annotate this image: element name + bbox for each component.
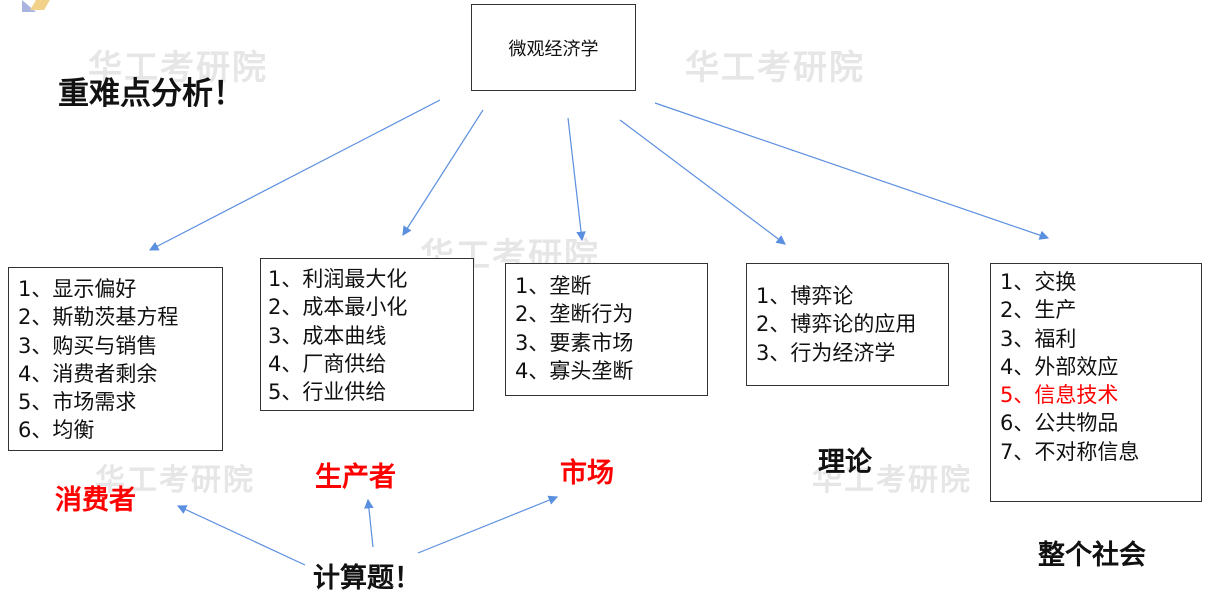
list-item: 6、公共物品 [1000,411,1119,436]
producer-label: 生产者 [315,462,396,493]
theory-label: 理论 [818,447,872,478]
list-item: 3、福利 [1000,326,1077,351]
root-label: 微观经济学 [508,38,599,60]
watermark: 华工考研院 [812,463,972,498]
root-node: 微观经济学 [471,4,636,91]
watermark: 华工考研院 [685,48,865,88]
list-item: 4、外部效应 [1000,354,1119,379]
list-item: 3、行为经济学 [756,340,896,365]
list-item: 1、交换 [1000,270,1077,294]
list-item: 5、行业供给 [268,380,387,405]
list-item: 3、成本曲线 [268,323,387,348]
list-item: 2、斯勒茨基方程 [18,305,179,330]
list-item: 2、博弈论的应用 [756,312,917,337]
arrow [176,505,306,566]
arrow [148,99,441,251]
list-item: 1、博弈论 [756,284,854,308]
arrow [619,119,786,245]
market-list: 1、垄断 2、垄断行为 3、要素市场 4、寡头垄断 [515,272,633,385]
list-item: 3、要素市场 [515,330,634,355]
theory-box [746,263,949,386]
list-item: 1、显示偏好 [18,277,137,301]
list-item: 2、垄断行为 [515,302,634,327]
page-title: 重难点分析！ [58,76,244,112]
society-box [990,263,1202,502]
arrow [402,109,484,237]
list-item: 5、市场需求 [18,390,137,415]
theory-list: 1、博弈论 2、博弈论的应用 3、行为经济学 [756,282,916,367]
list-item: 4、消费者剩余 [18,361,158,386]
arrow [567,117,586,242]
calc-label: 计算题！ [313,563,421,593]
list-item: 4、寡头垄断 [515,358,634,383]
arrow [364,498,374,548]
list-item: 6、均衡 [18,418,95,443]
list-item: 4、厂商供给 [268,351,387,376]
producer-box [260,258,474,411]
list-item-highlighted: 5、信息技术 [1000,383,1119,408]
society-list: 1、交换 2、生产 3、福利 4、外部效应 5、信息技术 6、公共物品 7、不对… [1000,268,1139,466]
consumer-list: 1、显示偏好 2、斯勒茨基方程 3、购买与销售 4、消费者剩余 5、市场需求 6… [18,275,178,445]
list-item: 7、不对称信息 [1000,439,1140,464]
list-item: 2、成本最小化 [268,295,408,320]
list-item: 2、生产 [1000,298,1077,323]
market-box [505,263,708,396]
watermark: 华工考研院 [95,463,255,498]
arrow [654,102,1050,240]
society-label: 整个社会 [1038,540,1146,571]
consumer-label: 消费者 [55,485,136,516]
list-item: 1、利润最大化 [268,267,408,291]
watermark: 华工考研院 [88,48,268,88]
list-item: 3、购买与销售 [18,333,158,358]
list-item: 1、垄断 [515,274,592,298]
producer-list: 1、利润最大化 2、成本最小化 3、成本曲线 4、厂商供给 5、行业供给 [268,265,407,406]
arrow [417,495,559,554]
consumer-box [8,267,223,451]
market-label: 市场 [560,458,614,489]
